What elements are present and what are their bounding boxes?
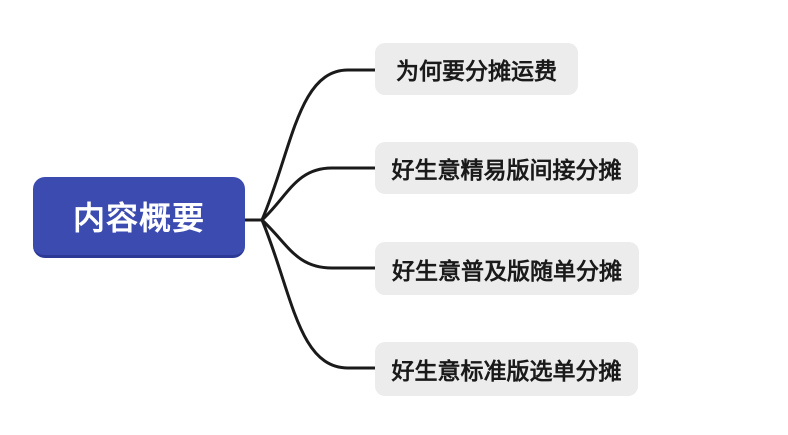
branch-node-pujiban-per-order-allocation[interactable]: 好生意普及版随单分摊: [375, 242, 639, 295]
connector-root-to-branch-3: [260, 218, 377, 270]
branch-node-jingyi-indirect-allocation[interactable]: 好生意精易版间接分摊: [375, 142, 638, 194]
branch-node-label: 好生意标准版选单分摊: [391, 358, 622, 384]
root-node-label: 内容概要: [72, 200, 205, 236]
branch-node-label: 好生意精易版间接分摊: [391, 157, 622, 183]
branch-node-standard-select-order-allocation[interactable]: 好生意标准版选单分摊: [375, 342, 638, 396]
branch-node-why-allocate-freight[interactable]: 为何要分摊运费: [375, 43, 578, 95]
branch-node-label: 好生意普及版随单分摊: [392, 257, 622, 284]
root-node[interactable]: 内容概要: [33, 177, 245, 258]
connector-root-to-branch-4: [260, 218, 377, 370]
branch-node-label: 为何要分摊运费: [396, 58, 557, 84]
connector-root-to-branch-1: [260, 68, 377, 222]
connector-root-to-branch-2: [260, 166, 377, 222]
